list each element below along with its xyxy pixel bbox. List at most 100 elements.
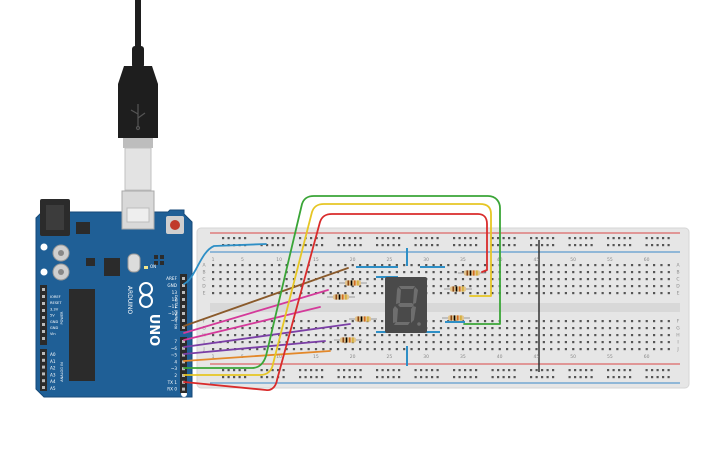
breadboard-hole[interactable] (219, 278, 222, 281)
breadboard-hole[interactable] (506, 278, 509, 281)
breadboard-hole[interactable] (653, 285, 656, 288)
breadboard-hole[interactable] (344, 285, 347, 288)
breadboard-hole[interactable] (653, 327, 656, 330)
resistor[interactable] (327, 294, 355, 300)
breadboard-hole[interactable] (483, 292, 487, 295)
rail-hole[interactable] (491, 237, 494, 240)
breadboard-hole[interactable] (572, 320, 575, 323)
breadboard-hole[interactable] (336, 334, 340, 337)
breadboard-hole[interactable] (601, 334, 604, 337)
breadboard-hole[interactable] (513, 341, 516, 344)
breadboard-hole[interactable] (535, 285, 538, 288)
breadboard-hole[interactable] (292, 264, 296, 267)
rail-hole[interactable] (535, 237, 538, 240)
breadboard-hole[interactable] (476, 278, 479, 281)
rail-hole[interactable] (453, 244, 456, 247)
breadboard-hole[interactable] (344, 271, 347, 274)
breadboard-hole[interactable] (616, 292, 619, 295)
rail-hole[interactable] (541, 376, 544, 379)
breadboard-hole[interactable] (322, 320, 325, 323)
breadboard-hole[interactable] (219, 292, 222, 295)
breadboard-hole[interactable] (388, 271, 391, 274)
rail-hole[interactable] (491, 369, 494, 372)
breadboard-hole[interactable] (344, 292, 347, 295)
rail-hole[interactable] (453, 369, 456, 372)
breadboard-hole[interactable] (270, 292, 273, 295)
rail-hole[interactable] (645, 244, 648, 247)
breadboard-hole[interactable] (351, 292, 354, 295)
breadboard-hole[interactable] (307, 320, 310, 323)
breadboard-hole[interactable] (410, 348, 413, 351)
breadboard-hole[interactable] (410, 341, 413, 344)
breadboard-hole[interactable] (234, 292, 237, 295)
breadboard-hole[interactable] (454, 271, 457, 274)
rail-hole[interactable] (238, 237, 241, 240)
breadboard-hole[interactable] (278, 278, 281, 281)
breadboard-hole[interactable] (212, 271, 215, 274)
rail-hole[interactable] (667, 369, 670, 372)
power-pin-hole[interactable] (42, 337, 45, 340)
breadboard-hole[interactable] (616, 264, 619, 267)
breadboard-hole[interactable] (572, 334, 575, 337)
breadboard-hole[interactable] (212, 292, 215, 295)
breadboard-hole[interactable] (616, 278, 619, 281)
rail-hole[interactable] (227, 376, 230, 379)
breadboard-hole[interactable] (535, 320, 538, 323)
breadboard-hole[interactable] (248, 292, 251, 295)
rail-hole[interactable] (299, 237, 302, 240)
breadboard-hole[interactable] (594, 285, 597, 288)
rail-hole[interactable] (348, 376, 351, 379)
breadboard-hole[interactable] (461, 348, 465, 351)
rail-hole[interactable] (612, 244, 615, 247)
breadboard-hole[interactable] (447, 292, 450, 295)
breadboard-hole[interactable] (513, 292, 516, 295)
rail-hole[interactable] (277, 369, 280, 372)
breadboard-hole[interactable] (447, 341, 450, 344)
rail-hole[interactable] (354, 244, 357, 247)
breadboard-hole[interactable] (660, 327, 663, 330)
breadboard-hole[interactable] (660, 348, 663, 351)
breadboard-hole[interactable] (461, 334, 465, 337)
rail-hole[interactable] (398, 237, 401, 240)
digital-pin-hole[interactable] (182, 353, 185, 357)
breadboard-hole[interactable] (638, 271, 641, 274)
breadboard-hole[interactable] (410, 264, 413, 267)
rail-hole[interactable] (436, 376, 439, 379)
wire-pin-8[interactable] (183, 289, 329, 334)
breadboard-hole[interactable] (373, 292, 376, 295)
breadboard-hole[interactable] (212, 327, 215, 330)
breadboard-hole[interactable] (586, 264, 590, 267)
breadboard-hole[interactable] (366, 264, 369, 267)
breadboard-hole[interactable] (359, 264, 362, 267)
rail-hole[interactable] (222, 237, 225, 240)
rail-hole[interactable] (222, 376, 225, 379)
rail-hole[interactable] (277, 244, 280, 247)
breadboard-hole[interactable] (454, 334, 457, 337)
breadboard-hole[interactable] (329, 327, 332, 330)
breadboard-hole[interactable] (263, 271, 266, 274)
breadboard-hole[interactable] (579, 271, 582, 274)
rail-hole[interactable] (376, 237, 379, 240)
breadboard-hole[interactable] (263, 292, 266, 295)
breadboard-hole[interactable] (336, 327, 340, 330)
rail-hole[interactable] (508, 244, 511, 247)
resistor[interactable] (442, 315, 470, 321)
rail-hole[interactable] (623, 237, 626, 240)
breadboard-hole[interactable] (234, 320, 237, 323)
wire-pin-2[interactable] (183, 203, 492, 376)
rail-hole[interactable] (590, 369, 593, 372)
rail-hole[interactable] (530, 376, 533, 379)
rail-hole[interactable] (359, 369, 362, 372)
analog-pin-hole[interactable] (42, 352, 45, 355)
digital-pin-hole[interactable] (182, 319, 185, 322)
breadboard-hole[interactable] (432, 320, 435, 323)
breadboard-hole[interactable] (528, 348, 531, 351)
rail-hole[interactable] (348, 237, 351, 240)
rail-hole[interactable] (546, 244, 549, 247)
breadboard-hole[interactable] (469, 292, 472, 295)
breadboard-hole[interactable] (476, 292, 479, 295)
breadboard-hole[interactable] (417, 271, 420, 274)
breadboard-hole[interactable] (366, 348, 369, 351)
breadboard-hole[interactable] (410, 271, 413, 274)
breadboard-hole[interactable] (645, 264, 648, 267)
